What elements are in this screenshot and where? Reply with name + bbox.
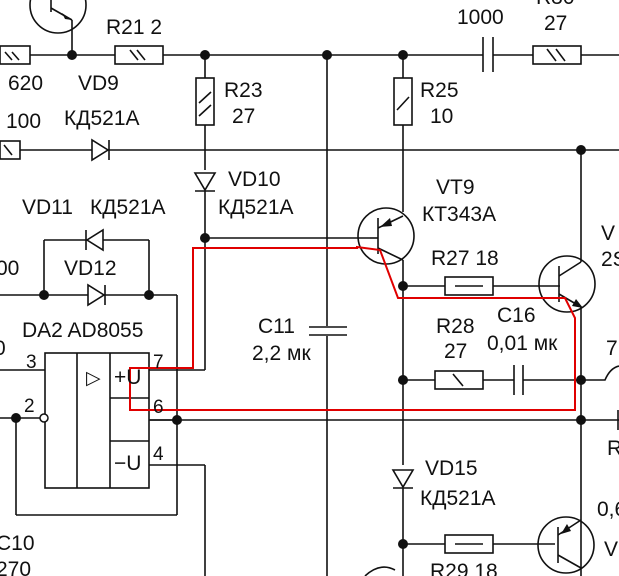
resistor-100 — [0, 140, 21, 160]
label-vt-right-type: 2S — [601, 248, 619, 271]
c11-branch — [309, 55, 347, 576]
label-right-7: 7 — [606, 337, 618, 360]
label-c11-val: 2,2 мк — [252, 342, 311, 365]
label-r23-val: 27 — [232, 105, 255, 128]
transistor-right — [538, 150, 619, 576]
label-r23: R23 — [224, 79, 263, 102]
label-r28-val: 27 — [444, 340, 467, 363]
label-left-partial: 00 — [0, 257, 19, 280]
diode-vd12 — [87, 283, 106, 307]
second-rail — [0, 138, 619, 162]
label-vt9: VT9 — [436, 176, 475, 199]
label-left-partial-2: 0 — [0, 337, 6, 360]
label-r25: R25 — [420, 79, 459, 102]
r25-branch — [393, 55, 413, 212]
vd15-branch — [364, 469, 595, 576]
label-vd9-type: КД521А — [64, 107, 140, 130]
r28-c16-row — [398, 365, 581, 395]
label-vd9: VD9 — [78, 72, 119, 95]
amplifier-symbol-icon: ▷ — [86, 368, 101, 389]
label-r-620: 620 — [8, 72, 43, 95]
label-right-bottom-val: 0,6 — [597, 498, 619, 521]
resistor-r23 — [195, 77, 215, 126]
label-right-bottom-v: V — [604, 538, 618, 561]
label-c11: C11 — [258, 315, 295, 338]
label-vd10-type: КД521А — [218, 196, 294, 219]
transistor-vt9 — [357, 207, 560, 465]
label-da2: DA2 AD8055 — [22, 319, 143, 342]
resistor-r30 — [532, 45, 582, 65]
label-r30-val: 27 — [544, 12, 567, 35]
label-c16: C16 — [497, 304, 536, 327]
label-vd10: VD10 — [228, 168, 281, 191]
label-r29: R29 18 — [430, 560, 498, 576]
label-pin3: 3 — [26, 352, 37, 373]
r23-branch — [193, 55, 370, 370]
diode-vd10 — [193, 172, 217, 192]
label-r-100: 100 — [6, 110, 41, 133]
diode-vd9 — [91, 138, 110, 162]
diode-vd11 — [85, 228, 104, 252]
label-minus-u: −U — [114, 452, 141, 475]
label-vd15-type: КД521А — [420, 487, 496, 510]
label-pin7: 7 — [153, 352, 164, 373]
label-right-r: R — [607, 437, 619, 460]
label-vd11: VD11 — [22, 196, 73, 219]
resistor-r21 — [114, 45, 164, 65]
label-r21: R21 2 — [106, 16, 162, 39]
label-vd11-type: КД521А — [90, 196, 166, 219]
label-r27: R27 18 — [431, 247, 499, 270]
label-vd12: VD12 — [64, 257, 117, 280]
diode-vd15 — [391, 469, 415, 489]
highlight-path — [129, 245, 576, 411]
label-pin2: 2 — [24, 396, 35, 417]
label-c10: C10 — [0, 532, 35, 555]
label-c10-val: 270 — [0, 558, 31, 576]
output-rail — [150, 415, 581, 425]
label-c16-val: 0,01 мк — [487, 332, 558, 355]
resistor-r25 — [393, 77, 413, 126]
label-c-1000: 1000 — [457, 6, 504, 29]
label-r30: R30 — [536, 0, 575, 9]
opamp-da2 — [0, 352, 206, 576]
vd11-vd12 — [0, 228, 178, 515]
label-r25-val: 10 — [430, 105, 453, 128]
label-vd15: VD15 — [425, 457, 478, 480]
label-r28: R28 — [436, 315, 475, 338]
label-vt9-type: КТ343А — [422, 203, 496, 226]
label-pin6: 6 — [153, 397, 164, 418]
label-pin4: 4 — [153, 444, 164, 465]
transistor-top-left — [29, 0, 87, 55]
label-plus-u: +U — [114, 366, 141, 389]
top-rail — [0, 37, 619, 72]
label-vt-right: V — [601, 222, 615, 245]
